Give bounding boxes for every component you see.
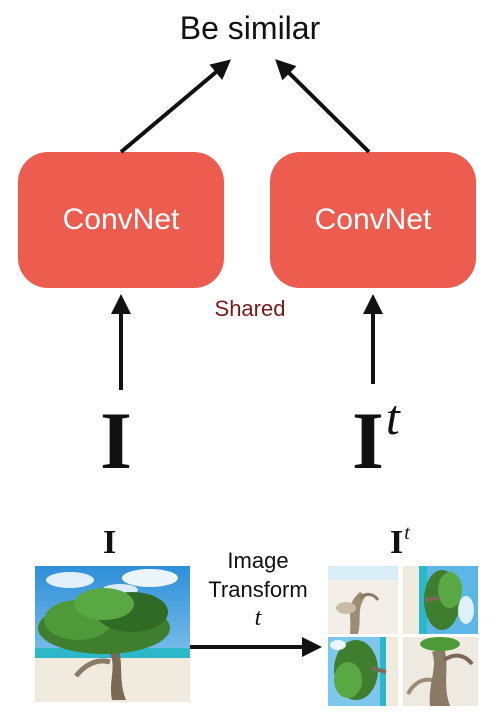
image-transform-label: Image Transform t xyxy=(190,546,326,633)
transform-label-line1: Image xyxy=(227,548,289,573)
input-image-letter: I xyxy=(100,395,132,486)
original-tree-image xyxy=(35,566,190,702)
transformed-patch-2 xyxy=(403,566,478,634)
bottom-original-letter: I xyxy=(103,524,117,561)
right-output-arrow xyxy=(275,59,371,154)
transform-label-line3: t xyxy=(254,605,262,631)
transformed-patch-4 xyxy=(403,637,478,706)
bottom-transformed-superscript: t xyxy=(404,522,410,544)
bottom-transformed-letter: I xyxy=(390,524,404,561)
bottom-original-symbol: I xyxy=(103,526,116,560)
transformed-image-superscript: t xyxy=(385,389,400,445)
transformed-patch-1 xyxy=(328,566,398,634)
transform-label-line2: Transform xyxy=(208,577,308,602)
transformed-image-symbol: It xyxy=(352,392,400,482)
shared-label: Shared xyxy=(214,296,286,321)
transformed-image-letter: I xyxy=(352,395,384,486)
diagram-title: Be similar xyxy=(179,10,321,46)
bottom-transformed-symbol: It xyxy=(390,523,410,561)
left-output-arrow xyxy=(119,59,232,154)
transformed-patch-3 xyxy=(328,637,398,706)
left-convnet-box: ConvNet xyxy=(18,152,224,288)
right-convnet-box: ConvNet xyxy=(270,152,476,288)
input-image-symbol: I xyxy=(100,400,132,482)
